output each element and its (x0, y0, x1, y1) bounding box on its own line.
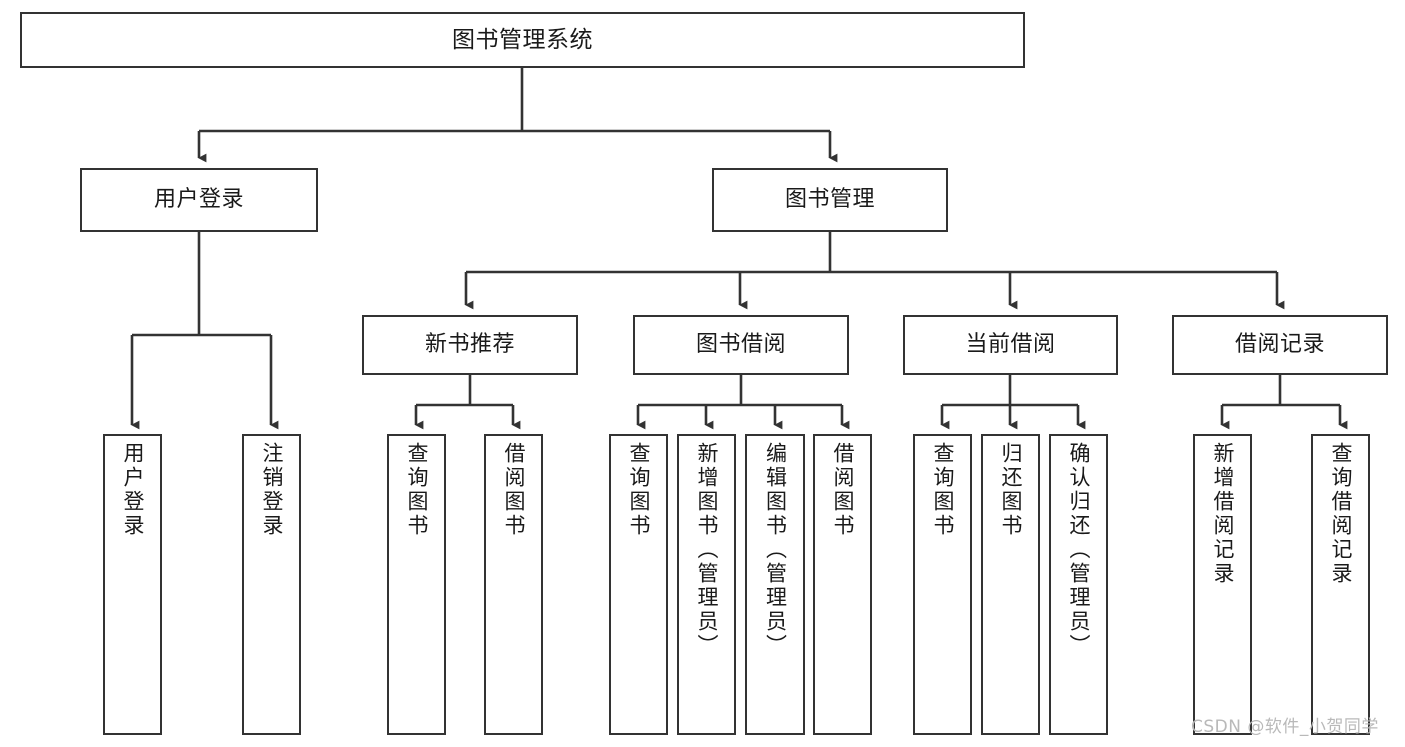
node-new-book-recommend[interactable]: 新书推荐 (362, 315, 578, 375)
node-label: 用户登录 (153, 187, 244, 213)
node-label: 编辑图书（管理员） (763, 442, 788, 658)
leaf-query-book-1[interactable]: 查询图书 (387, 434, 446, 735)
leaf-confirm-return[interactable]: 确认归还（管理员） (1049, 434, 1108, 735)
leaf-user-login[interactable]: 用户登录 (103, 434, 162, 735)
node-label: 查询图书 (931, 442, 955, 538)
leaf-borrow-book-1[interactable]: 借阅图书 (484, 434, 543, 735)
node-label: 借阅图书 (831, 442, 855, 538)
leaf-add-book[interactable]: 新增图书（管理员） (677, 434, 736, 735)
watermark-text: CSDN @软件_小贺同学 (1191, 717, 1379, 737)
node-label: 图书管理系统 (452, 26, 593, 53)
node-label: 注销登录 (260, 442, 284, 538)
node-current-borrow[interactable]: 当前借阅 (903, 315, 1118, 375)
node-label: 图书管理 (784, 187, 875, 213)
node-label: 新书推荐 (424, 332, 515, 358)
leaf-edit-book[interactable]: 编辑图书（管理员） (745, 434, 805, 735)
node-label: 查询图书 (405, 442, 429, 538)
node-label: 当前借阅 (965, 332, 1056, 358)
leaf-user-logout[interactable]: 注销登录 (242, 434, 301, 735)
node-book-manage[interactable]: 图书管理 (712, 168, 948, 232)
leaf-borrow-book-2[interactable]: 借阅图书 (813, 434, 872, 735)
node-label: 图书借阅 (695, 332, 786, 358)
node-user-login[interactable]: 用户登录 (80, 168, 318, 232)
node-label: 查询借阅记录 (1329, 442, 1353, 586)
node-root-system[interactable]: 图书管理系统 (20, 12, 1025, 68)
node-label: 借阅图书 (502, 442, 526, 538)
node-label: 用户登录 (121, 442, 145, 538)
node-label: 新增图书（管理员） (695, 442, 719, 658)
node-label: 确认归还（管理员） (1067, 442, 1091, 658)
leaf-query-book-2[interactable]: 查询图书 (609, 434, 668, 735)
node-label: 借阅记录 (1234, 332, 1325, 358)
leaf-return-book[interactable]: 归还图书 (981, 434, 1040, 735)
node-book-borrow[interactable]: 图书借阅 (633, 315, 849, 375)
node-label: 新增借阅记录 (1211, 442, 1235, 586)
leaf-add-record[interactable]: 新增借阅记录 (1193, 434, 1252, 735)
node-label: 查询图书 (627, 442, 651, 538)
leaf-query-record[interactable]: 查询借阅记录 (1311, 434, 1370, 735)
node-borrow-record[interactable]: 借阅记录 (1172, 315, 1388, 375)
node-label: 归还图书 (999, 442, 1023, 538)
leaf-query-book-3[interactable]: 查询图书 (913, 434, 972, 735)
